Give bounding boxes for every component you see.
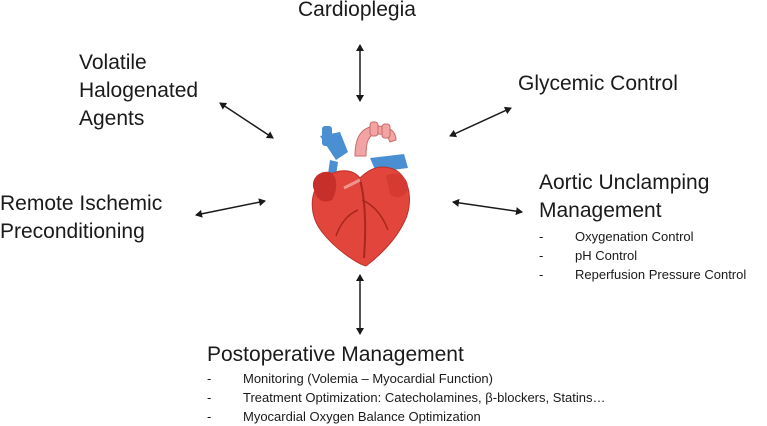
label-aortic-line-1: Aortic Unclamping [539, 171, 710, 194]
heart-icon [311, 121, 410, 267]
aortic-item: -pH Control [539, 248, 638, 263]
postop-item-text: Monitoring (Volemia – Myocardial Functio… [243, 371, 493, 386]
arrow-aortic [452, 198, 523, 216]
postop-item-text: Myocardial Oxygen Balance Optimization [243, 409, 481, 424]
aortic-item: -Oxygenation Control [539, 229, 694, 244]
postop-item: -Treatment Optimization: Catecholamines,… [207, 390, 606, 405]
postop-item: -Monitoring (Volemia – Myocardial Functi… [207, 371, 493, 386]
arrow-volatile [219, 102, 274, 139]
label-aortic-line-2: Management [539, 199, 662, 222]
label-postoperative-management: Postoperative Management [207, 343, 464, 366]
aortic-item-text: Reperfusion Pressure Control [575, 267, 747, 282]
label-volatile-line-3: Agents [79, 107, 145, 130]
arrow-glycemic [449, 106, 512, 138]
aortic-item-text: pH Control [575, 248, 638, 263]
label-volatile-line-1: Volatile [79, 51, 147, 74]
label-aortic-unclamping: Aortic Unclamping Management [539, 169, 709, 225]
label-remote-line-1: Remote Ischemic [0, 192, 163, 215]
label-volatile-line-2: Halogenated [79, 79, 199, 102]
label-remote-line-2: Preconditioning [0, 220, 145, 243]
label-volatile-agents: Volatile Halogenated Agents [79, 49, 198, 133]
postop-item: -Myocardial Oxygen Balance Optimization [207, 409, 481, 424]
label-cardioplegia: Cardioplegia [298, 0, 416, 21]
aortic-item-text: Oxygenation Control [575, 229, 694, 244]
postop-item-text: Treatment Optimization: Catecholamines, … [243, 390, 606, 405]
arrow-remote [195, 198, 266, 218]
aortic-item: -Reperfusion Pressure Control [539, 267, 747, 282]
label-glycemic-control: Glycemic Control [518, 72, 678, 95]
label-remote-ischemic: Remote Ischemic Preconditioning [0, 190, 162, 246]
